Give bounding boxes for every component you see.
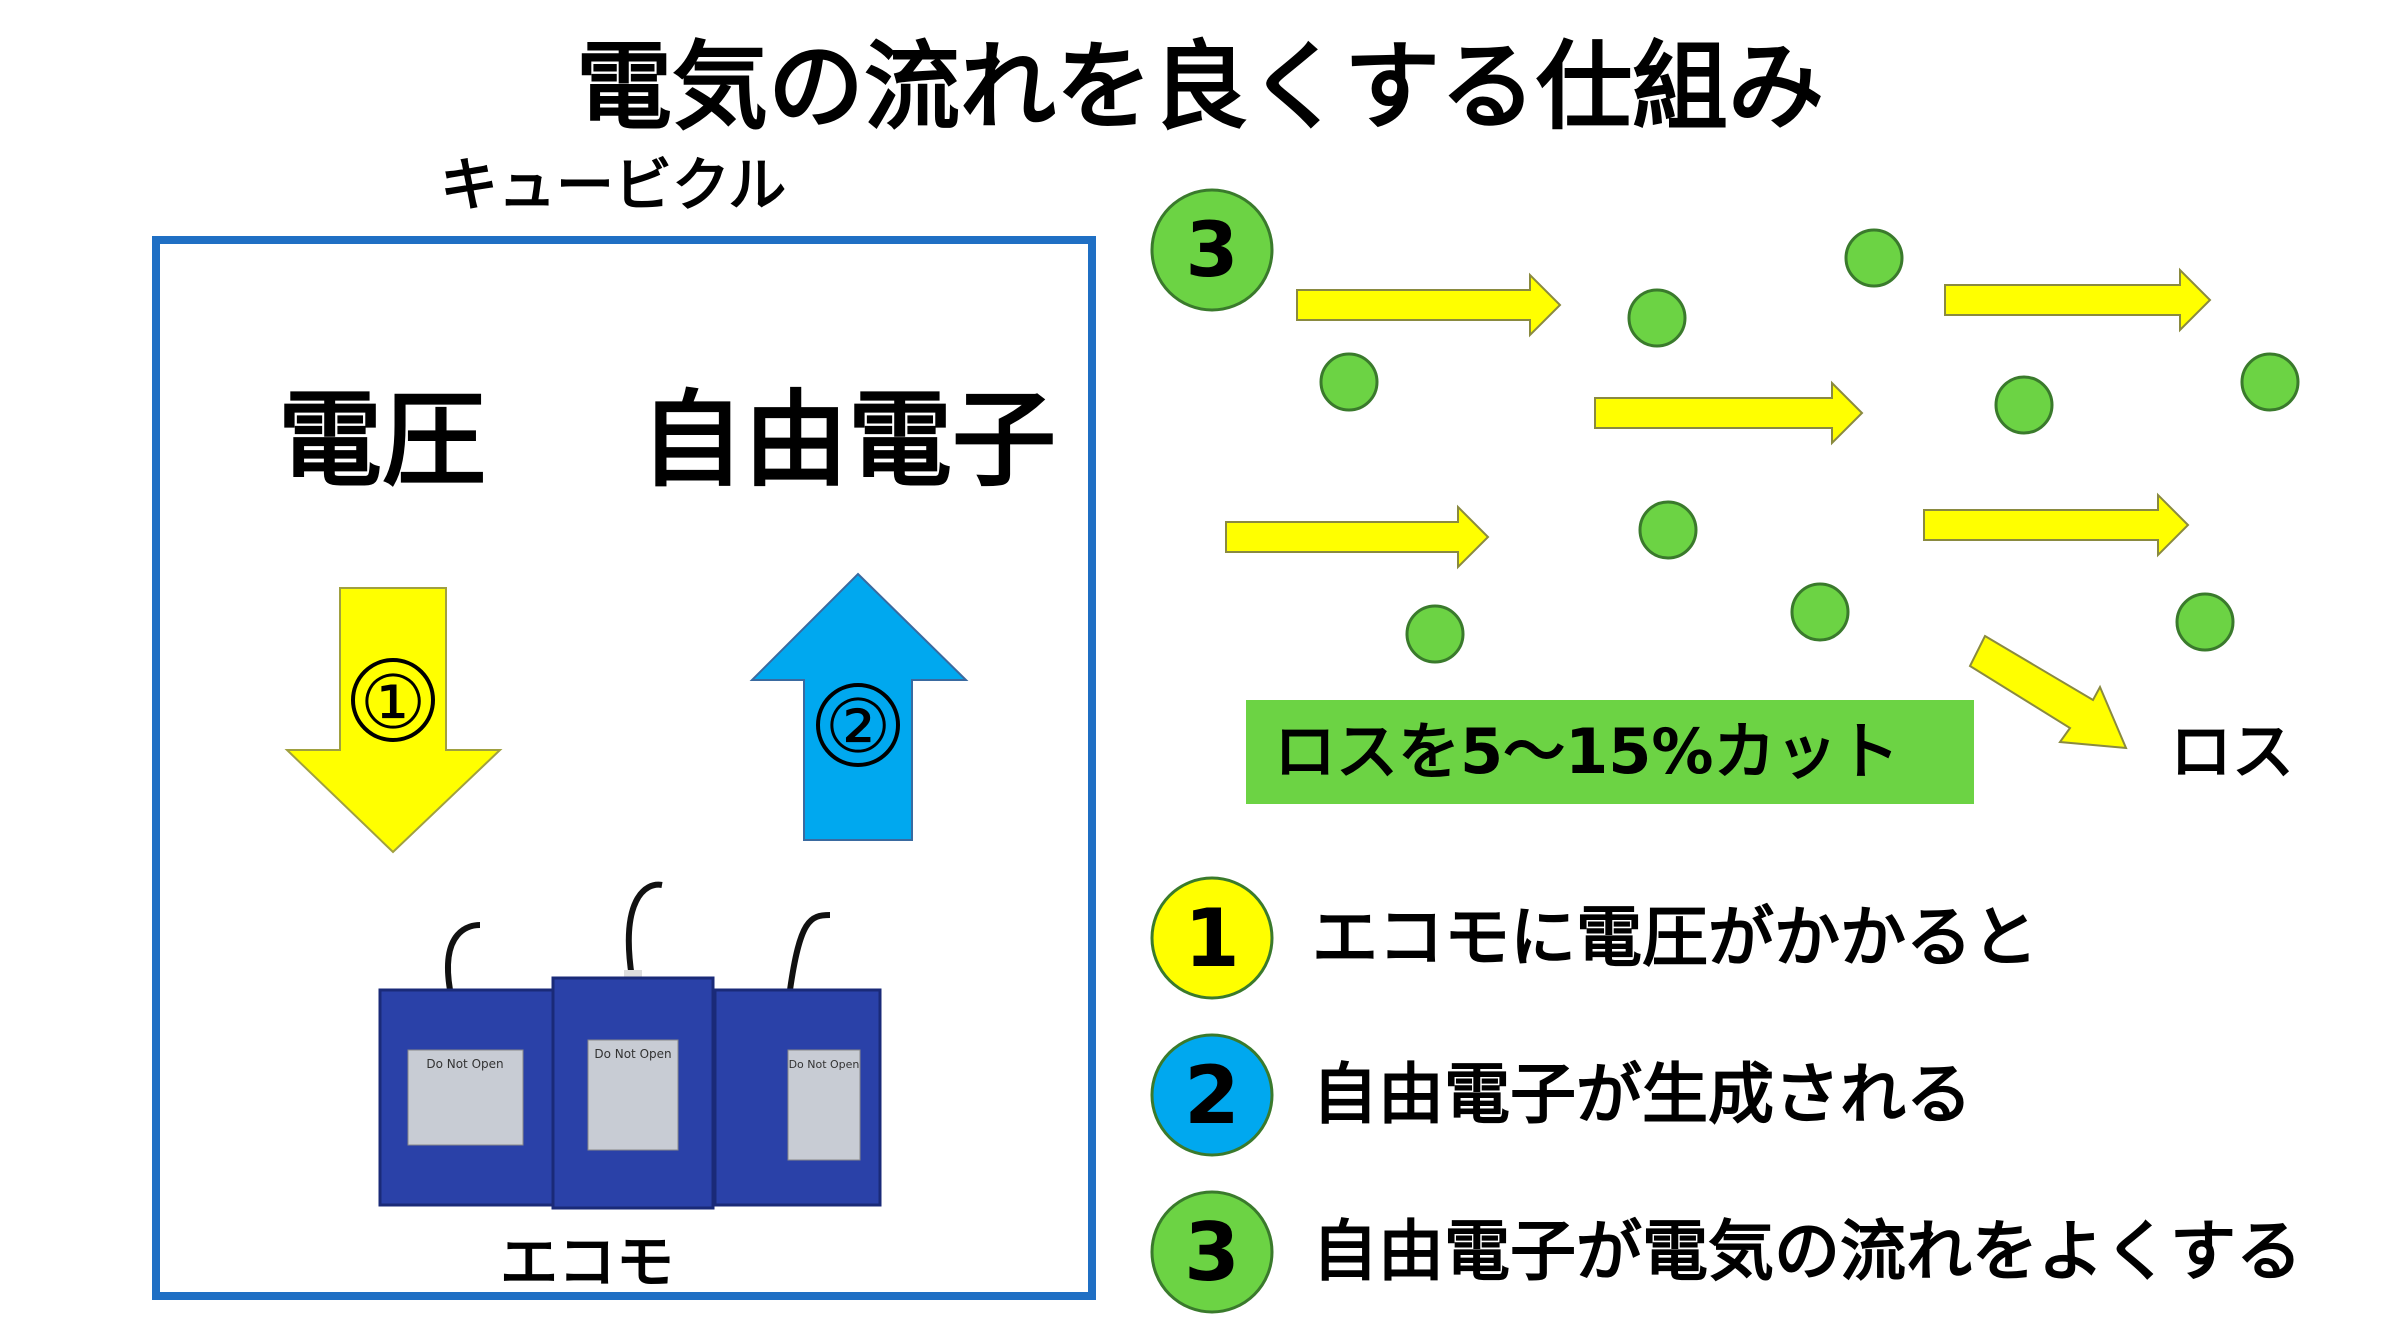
- electron-dot: [2175, 592, 2235, 652]
- electron-dot: [1638, 500, 1698, 560]
- arrow2-badge: ②: [825, 684, 891, 770]
- legend-text-1: エコモに電圧がかかると: [1312, 899, 2038, 976]
- diagram-badge: 3: [1186, 205, 1239, 294]
- arrow1-badge: ①: [360, 660, 426, 746]
- arrow2-badge-ring: [816, 683, 900, 767]
- page-title: 電気の流れを良くする仕組み: [576, 31, 1824, 143]
- electron-dot: [1405, 604, 1465, 664]
- ecomo-device-center: Do Not Open: [551, 881, 715, 1210]
- electron-dot: [1790, 582, 1850, 642]
- legend-badge-3: 3: [1184, 1206, 1240, 1299]
- ecomo-label: エコモ: [500, 1228, 675, 1296]
- loss-label: ロス: [2170, 715, 2295, 788]
- diagram-badge-circle: [1150, 188, 1274, 312]
- electron-arrow: [749, 572, 969, 841]
- flow-arrow: [1296, 272, 1562, 338]
- flow-arrow: [1944, 267, 2212, 333]
- loss-arrow: [1968, 634, 2128, 750]
- electron-dot: [1627, 288, 1687, 348]
- flow-arrow: [1594, 380, 1864, 446]
- legend-text-2: 自由電子が生成される: [1312, 1056, 1972, 1133]
- legend-badge-2: 2: [1184, 1049, 1240, 1142]
- ecomo-device-right: Do Not Open: [713, 912, 882, 1207]
- electron-dot: [1319, 352, 1379, 412]
- electron-dot: [1994, 375, 2054, 435]
- device-plate-text-left: Do Not Open: [426, 1057, 503, 1071]
- cubicle-label: キュービクル: [440, 151, 787, 219]
- legend-badge-2-circle: [1150, 1033, 1274, 1157]
- device-plate-text-center: Do Not Open: [594, 1047, 671, 1061]
- legend-badge-1: 1: [1184, 892, 1240, 985]
- free-electrons-label: 自由電子: [640, 379, 1057, 501]
- legend-text-3: 自由電子が電気の流れをよくする: [1312, 1213, 2302, 1290]
- voltage-arrow: [284, 587, 503, 854]
- loss-cut-banner: ロスを5～15%カット: [1246, 700, 1974, 804]
- cubicle-box: [152, 236, 1096, 1300]
- arrow1-badge-ring: [351, 658, 435, 742]
- device-plate-text-right: Do Not Open: [789, 1058, 860, 1071]
- electron-dot: [2240, 352, 2300, 412]
- legend-badge-1-circle: [1150, 876, 1274, 1000]
- flow-arrow: [1225, 504, 1490, 570]
- legend-badge-3-circle: [1150, 1190, 1274, 1314]
- voltage-label: 電圧: [278, 379, 487, 501]
- flow-arrow: [1923, 492, 2190, 558]
- ecomo-device-left: Do Not Open: [378, 922, 562, 1207]
- electron-dot: [1844, 228, 1904, 288]
